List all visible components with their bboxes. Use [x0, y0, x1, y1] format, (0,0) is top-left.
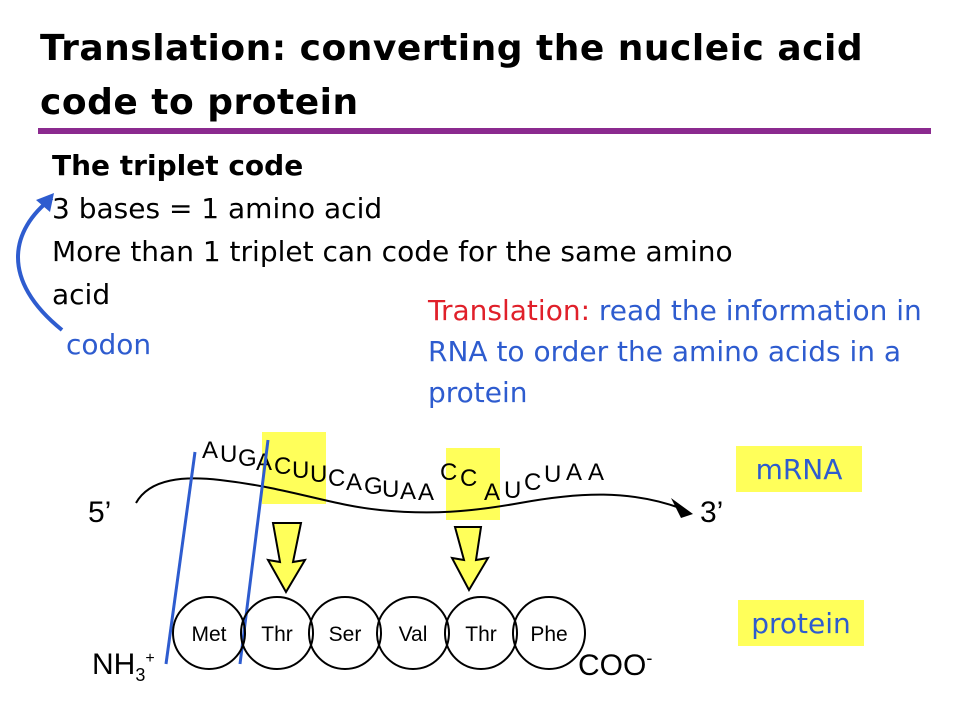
title-divider	[38, 128, 931, 134]
mrna-base: U	[310, 461, 327, 488]
five-prime-label: 5’	[88, 496, 112, 529]
mrna-base: U	[292, 457, 309, 484]
mrna-base: C	[440, 459, 457, 486]
amino-acid-circle	[512, 596, 586, 670]
amino-acid-circle	[376, 596, 450, 670]
n-terminus-label: NH3+	[92, 648, 155, 686]
amino-acid-label: Met	[191, 623, 226, 646]
codon-label: codon	[66, 328, 152, 361]
mrna-bases: AUGACUUCAGUAACCAUCUAA	[202, 437, 604, 506]
amino-acid-label: Phe	[530, 623, 567, 646]
body-line-1: 3 bases = 1 amino acid	[52, 192, 383, 225]
mrna-base: A	[418, 479, 434, 506]
n-terminus-text: NH	[92, 648, 136, 681]
amino-acid-circle	[444, 596, 518, 670]
mrna-base: U	[544, 461, 561, 488]
n-terminus-superscript: +	[145, 650, 155, 667]
mrna-base: C	[274, 453, 291, 480]
mrna-label: mRNA	[736, 446, 862, 492]
amino-acid-label: Ser	[329, 623, 362, 646]
mrna-base: U	[382, 476, 399, 503]
c-terminus-superscript: -	[646, 648, 653, 668]
mrna-base: A	[346, 469, 362, 496]
mrna-base: A	[202, 437, 218, 464]
mrna-base: C	[524, 469, 541, 496]
c-terminus-label: COO-	[578, 648, 652, 683]
reading-frame-line-1	[164, 451, 197, 665]
amino-acid-chain: Met Thr Ser Val Thr Phe	[172, 596, 586, 670]
three-prime-label: 3’	[700, 496, 724, 529]
body-heading: The triplet code	[52, 149, 304, 182]
protein-label: protein	[738, 600, 864, 646]
mrna-base: A	[484, 479, 500, 506]
mrna-base: C	[328, 465, 345, 492]
codon-bracket-arrow	[16, 196, 64, 332]
translation-text: read the information in RNA to order the…	[428, 294, 922, 409]
mrna-strand	[135, 477, 681, 514]
mrna-base: C	[460, 465, 477, 492]
mrna-base: G	[238, 445, 257, 472]
mrna-base: U	[220, 441, 237, 468]
mrna-base: A	[400, 478, 416, 505]
mrna-arrowhead	[671, 498, 693, 518]
codon-to-aa-arrow-2	[450, 526, 490, 593]
c-terminus-text: COO	[578, 649, 647, 682]
codon-arrowhead	[36, 193, 54, 212]
mrna-base: A	[566, 459, 582, 486]
slide-title: Translation: converting the nucleic acid…	[40, 28, 864, 123]
mrna-base: U	[504, 477, 521, 504]
amino-acid-label: Thr	[465, 623, 497, 646]
mrna-base: G	[364, 473, 383, 500]
amino-acid-circle	[240, 596, 314, 670]
codon-highlight-1	[262, 432, 326, 504]
body-text: The triplet code 3 bases = 1 amino acid …	[52, 144, 932, 316]
amino-acid-label: Thr	[261, 623, 293, 646]
amino-acid-circle	[172, 596, 246, 670]
amino-acid-label: Val	[399, 623, 428, 646]
amino-acid-circle	[308, 596, 382, 670]
codon-to-aa-arrow-1	[266, 522, 307, 594]
translation-note: Translation: read the information in RNA…	[428, 290, 948, 413]
mrna-base: A	[588, 459, 604, 486]
body-line-2: More than 1 triplet can code for the sam…	[52, 235, 733, 268]
translation-term: Translation:	[428, 294, 590, 327]
n-terminus-subscript: 3	[135, 665, 146, 685]
body-line-3: acid	[52, 278, 111, 311]
